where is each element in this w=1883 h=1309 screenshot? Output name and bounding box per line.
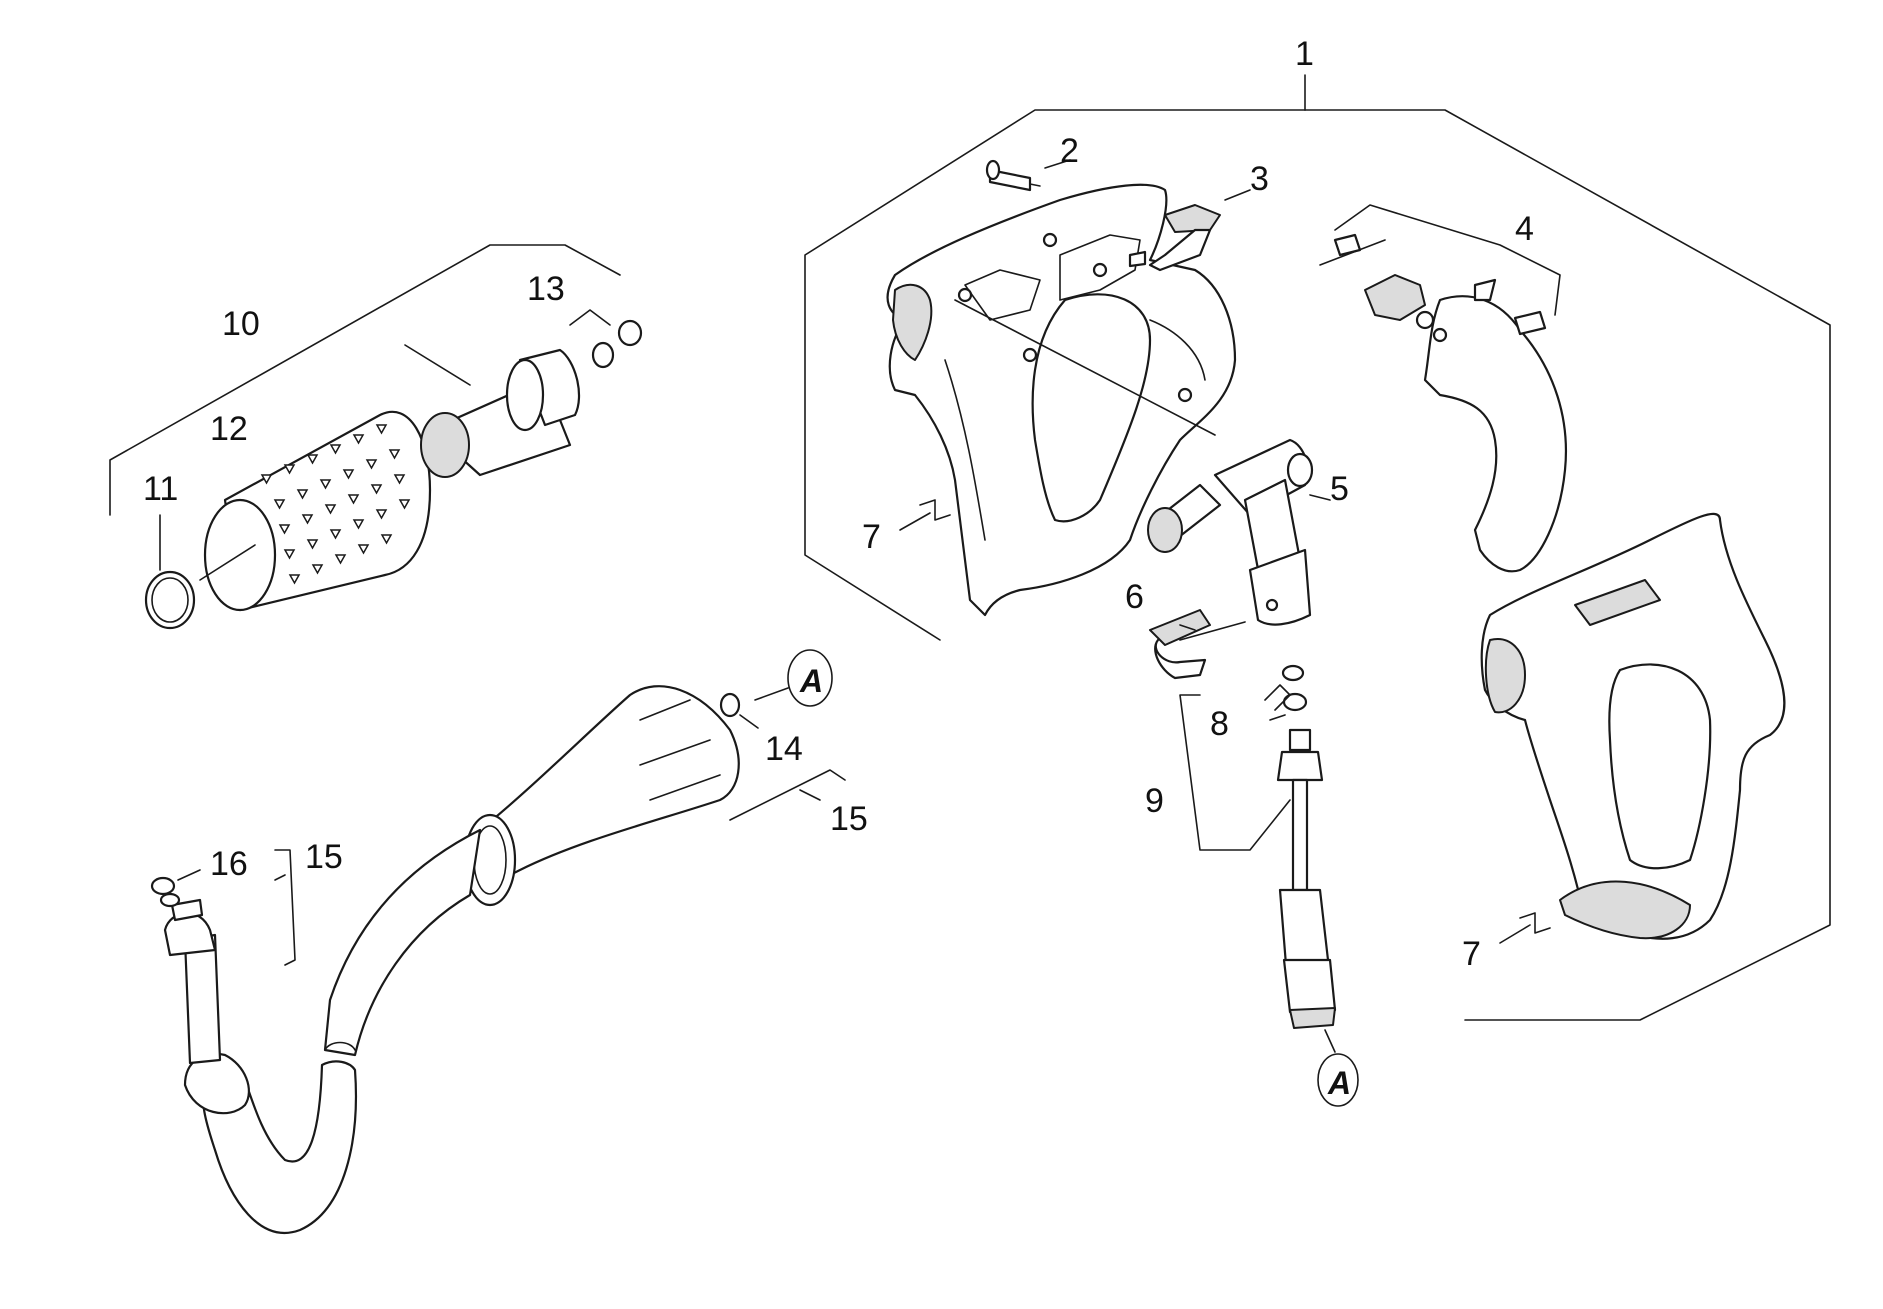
callout-15-left: 15 (305, 838, 343, 876)
circlip (144, 570, 196, 630)
trigger-bracket-tick (1319, 239, 1386, 266)
spray-lance (163, 685, 740, 1234)
perforated-sleeve (203, 410, 432, 612)
bracket-15-right (729, 769, 846, 821)
trigger (1364, 274, 1567, 573)
trigger-bracket (1334, 204, 1561, 316)
callout-15-right: 15 (830, 800, 868, 838)
rings-13 (591, 319, 643, 369)
bracket-13 (569, 309, 611, 326)
callout-4: 4 (1515, 210, 1534, 248)
callout-12: 12 (210, 410, 248, 448)
callout-7-right: 7 (1462, 935, 1481, 973)
group-1-outline (804, 74, 1831, 1021)
callout-6: 6 (1125, 578, 1144, 616)
marker-7-right (1519, 912, 1551, 934)
reference-a-top: A (787, 649, 833, 707)
reference-a-top-label: A (799, 663, 823, 699)
lever-lock (1128, 204, 1221, 272)
rings-16 (150, 876, 181, 908)
callout-5: 5 (1330, 470, 1349, 508)
reference-a-bottom-label: A (1327, 1065, 1351, 1101)
callout-7-left: 7 (862, 518, 881, 556)
bracket-15-left (274, 849, 296, 966)
callout-14: 14 (765, 730, 803, 768)
bracket-8 (1264, 684, 1291, 711)
assembly-axis-line (954, 299, 1216, 436)
callout-2: 2 (1060, 132, 1079, 170)
o-ring-14 (719, 692, 741, 718)
right-housing-half (1480, 512, 1786, 940)
callout-9: 9 (1145, 782, 1164, 820)
callout-3: 3 (1250, 160, 1269, 198)
screw (985, 159, 1041, 192)
o-rings-8 (1281, 664, 1308, 712)
group-10-outline (109, 244, 621, 516)
reference-a-bottom: A (1317, 1053, 1359, 1107)
left-housing-half (886, 183, 1237, 617)
bracket-9 (1179, 694, 1291, 851)
nozzle-body (420, 348, 580, 478)
callout-13: 13 (527, 270, 565, 308)
callout-10: 10 (222, 305, 260, 343)
clip (1149, 609, 1246, 680)
marker-7-left (919, 499, 951, 521)
callout-8: 8 (1210, 705, 1229, 743)
callout-16: 16 (210, 845, 248, 883)
callout-11: 11 (143, 470, 178, 508)
callout-1: 1 (1295, 35, 1314, 73)
high-pressure-pipe (1276, 728, 1337, 1029)
valve-elbow (1147, 438, 1314, 626)
